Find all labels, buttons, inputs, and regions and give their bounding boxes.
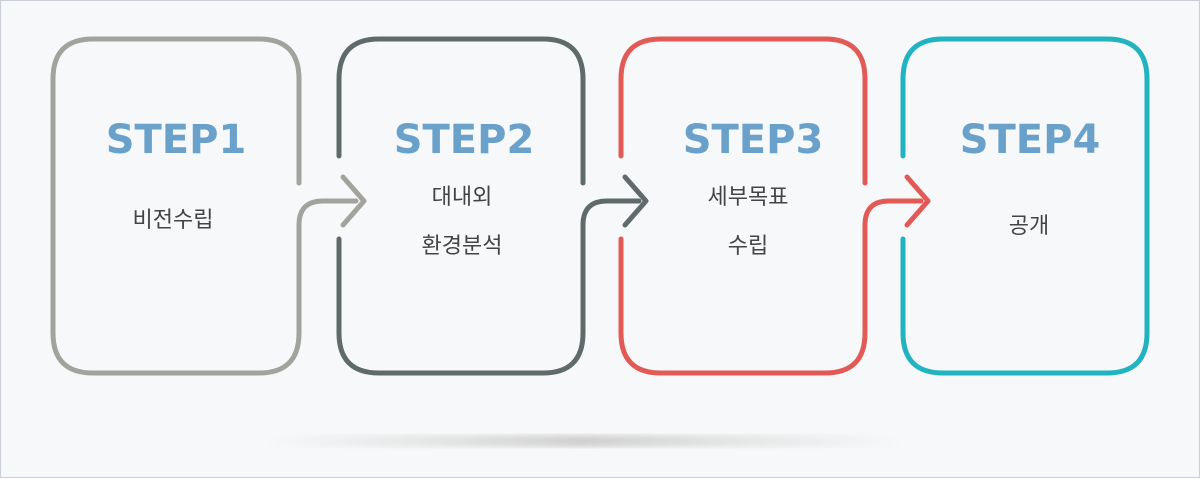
step3-arrow-icon: [904, 174, 931, 228]
step1-arrow-icon: [340, 174, 367, 228]
step3-title: STEP3: [683, 117, 824, 163]
step4-title: STEP4: [960, 117, 1101, 163]
floor-shadow: [261, 435, 906, 447]
step2-desc-line1: 대내외: [432, 185, 493, 210]
step3-box-top: [618, 36, 868, 186]
step1-desc: 비전수립: [133, 208, 214, 233]
step2-box-top: [336, 36, 586, 186]
step2-desc-line2: 환경분석: [422, 234, 503, 259]
step2-arrow-icon: [622, 174, 649, 228]
step3-desc-line2: 수립: [728, 234, 768, 259]
step2-title: STEP2: [394, 117, 535, 163]
step3-desc-line1: 세부목표: [708, 185, 789, 210]
step3-box-bottom: [618, 198, 924, 376]
step4-box-top: [900, 36, 1150, 376]
step2-box-bottom: [336, 198, 642, 376]
step1-box: [50, 36, 359, 376]
step4-desc: 공개: [1009, 214, 1049, 239]
step1-title: STEP1: [106, 117, 247, 163]
